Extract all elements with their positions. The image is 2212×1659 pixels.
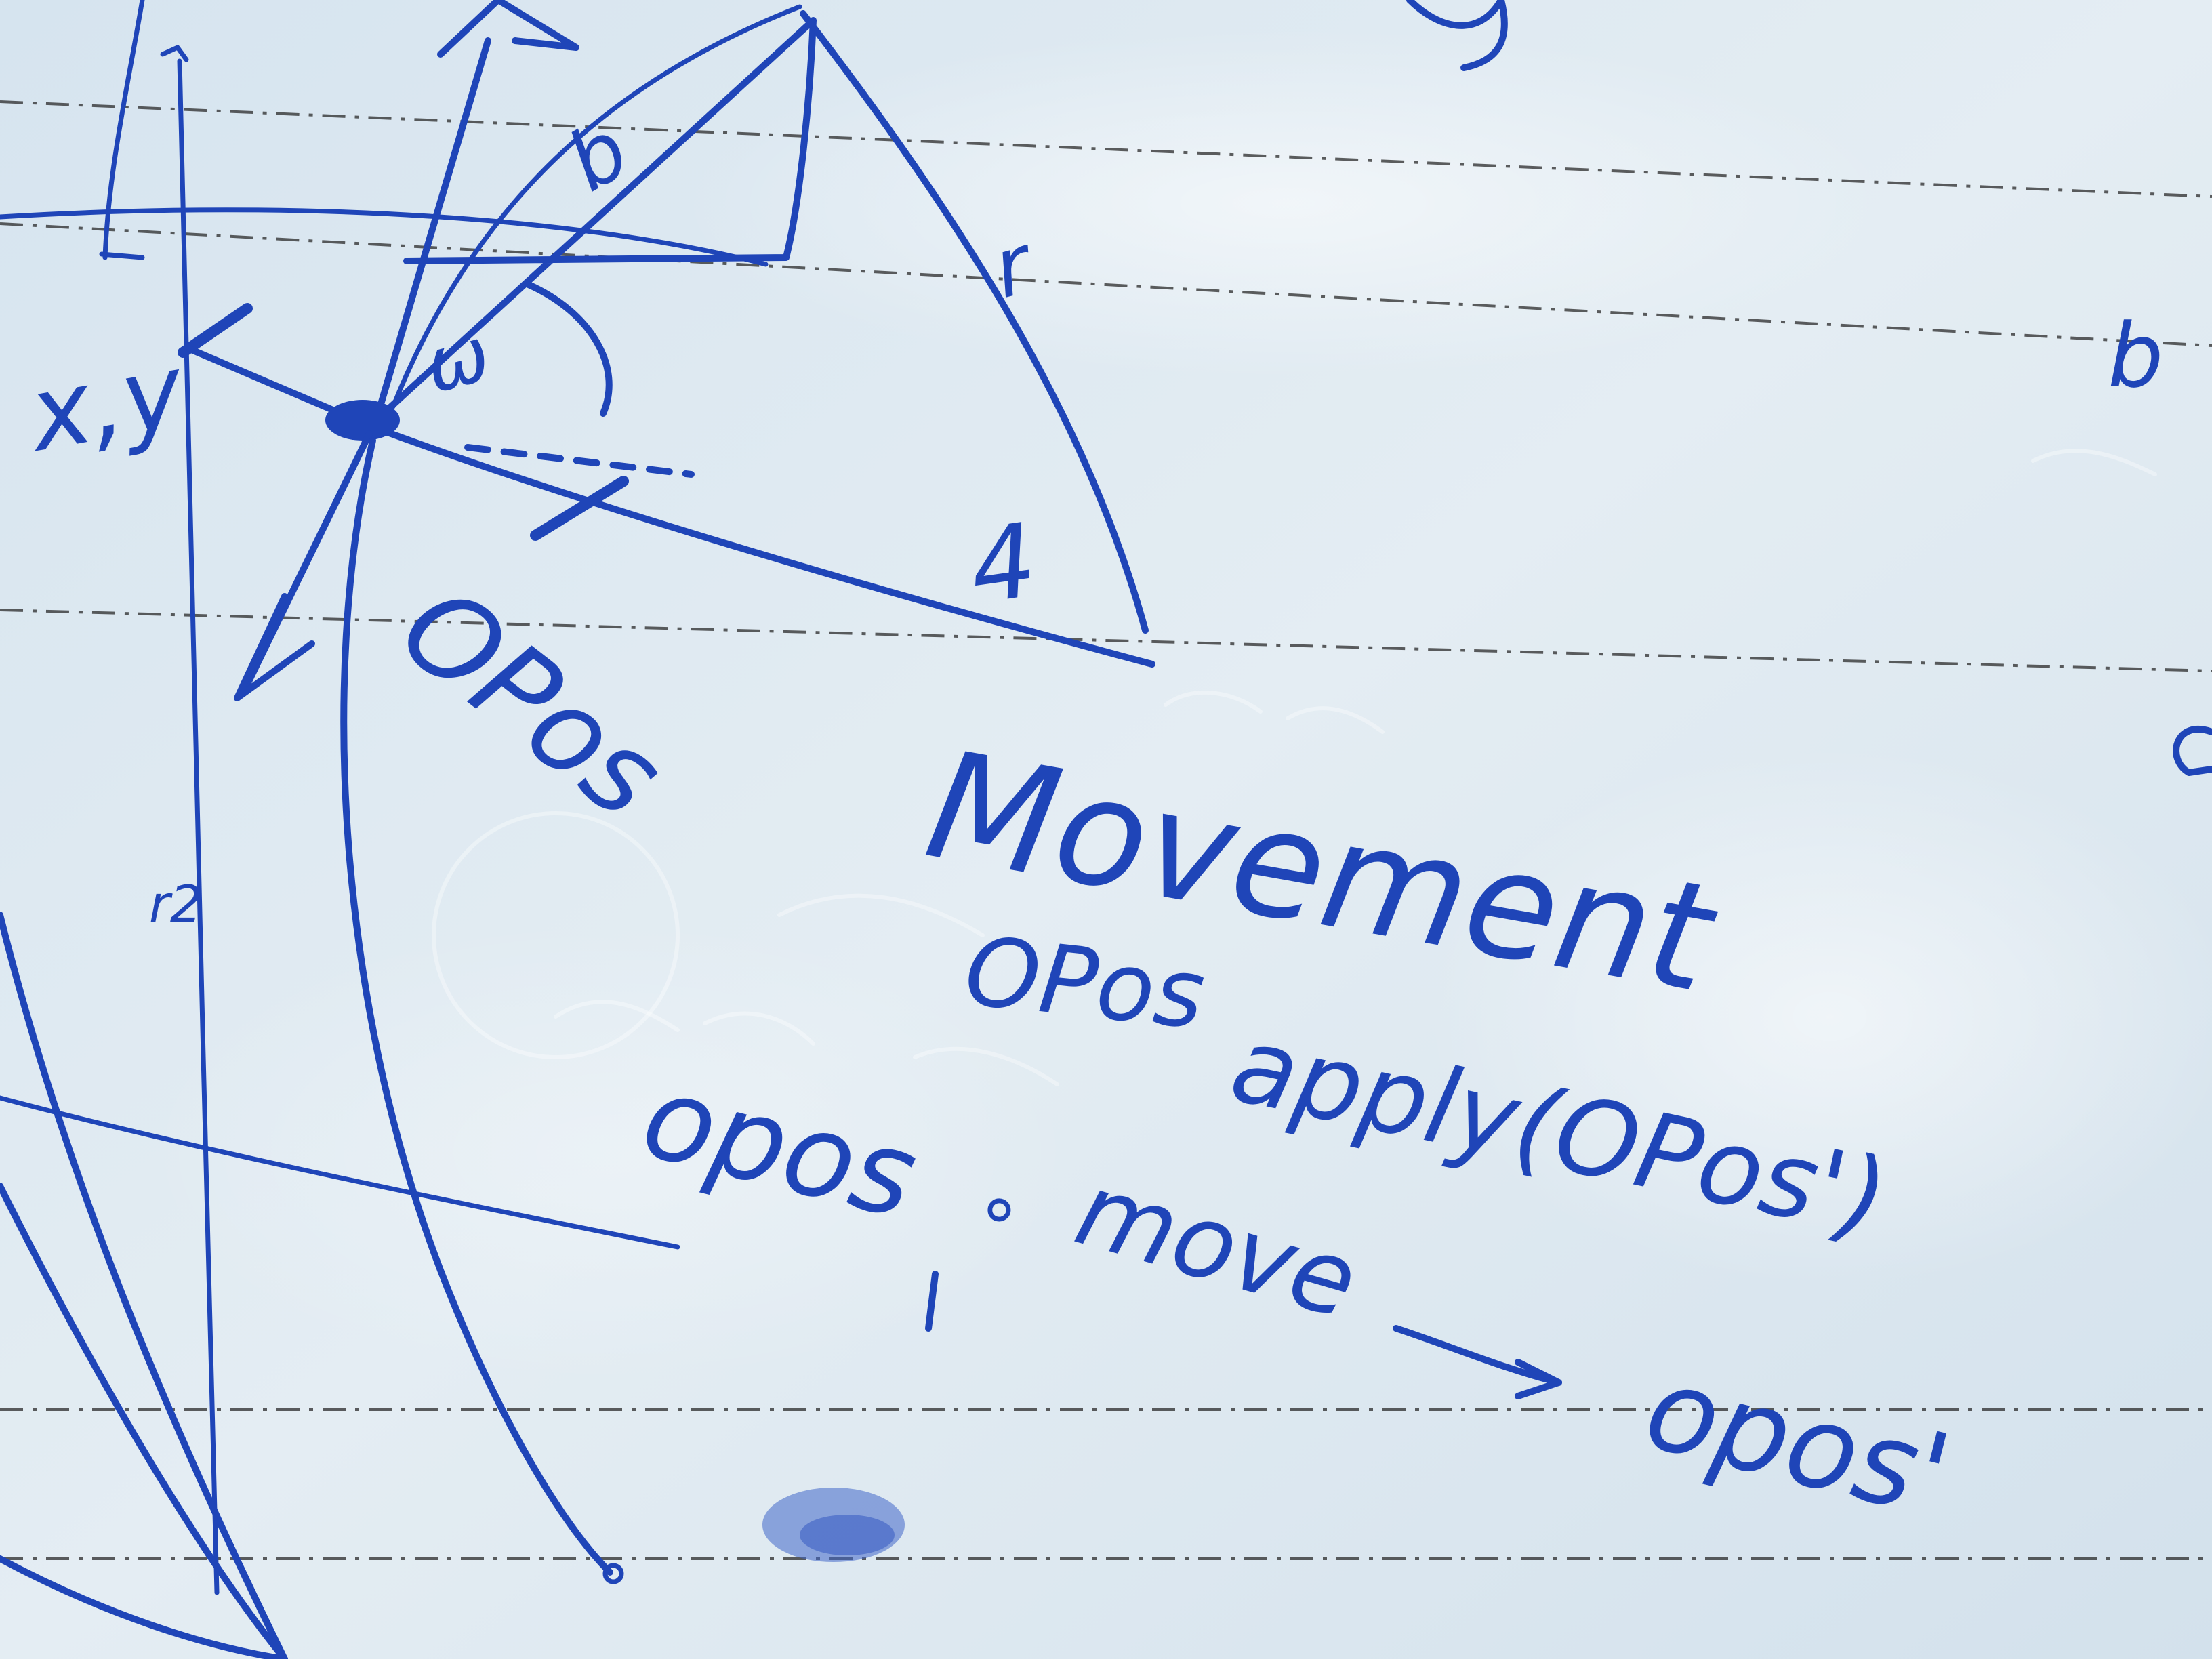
line-r — [800, 10, 1149, 634]
glare-top — [678, 27, 1898, 380]
right-edge-fragment — [2173, 726, 2212, 776]
up-arrow-shaft — [373, 37, 491, 424]
arrow-head — [1515, 1359, 1562, 1399]
small-stroke — [925, 1271, 939, 1332]
long-curve — [0, 207, 769, 267]
label-xy: x,y — [18, 332, 193, 476]
down-arrow-shaft — [241, 430, 373, 695]
pivot-point — [325, 400, 400, 441]
long-down-curve — [340, 437, 613, 1576]
glare-right — [1423, 745, 2212, 1288]
down-arrow-head — [234, 593, 315, 701]
glare-left — [136, 915, 1084, 1389]
up-arrow-head — [437, 0, 579, 58]
line-4 — [369, 424, 1155, 668]
arrow-shaft — [1393, 1325, 1562, 1386]
label-b-right: b — [2108, 304, 2164, 407]
board-ruling-lines — [0, 100, 2212, 1560]
angle-arc — [525, 281, 613, 417]
tick-mark-left — [178, 303, 253, 358]
equation-opos: OPos — [960, 916, 1209, 1051]
faint-vertical-line — [102, 0, 145, 260]
label-r2: r2 — [149, 874, 203, 934]
compose-operator: ∘ — [976, 1164, 1023, 1251]
vertical-axis — [177, 58, 220, 1595]
dashed-extension — [464, 444, 695, 478]
triangle-b — [373, 17, 817, 424]
faint-horizontal-curve — [0, 1095, 680, 1250]
tick-mark-right — [530, 476, 629, 541]
ghost-writing — [432, 449, 2157, 1086]
upper-arc — [390, 4, 802, 409]
converging-line-3 — [0, 1555, 288, 1659]
converging-line-1 — [0, 912, 288, 1659]
converging-line-2 — [0, 1183, 288, 1659]
top-right-fragment — [1406, 0, 1508, 71]
